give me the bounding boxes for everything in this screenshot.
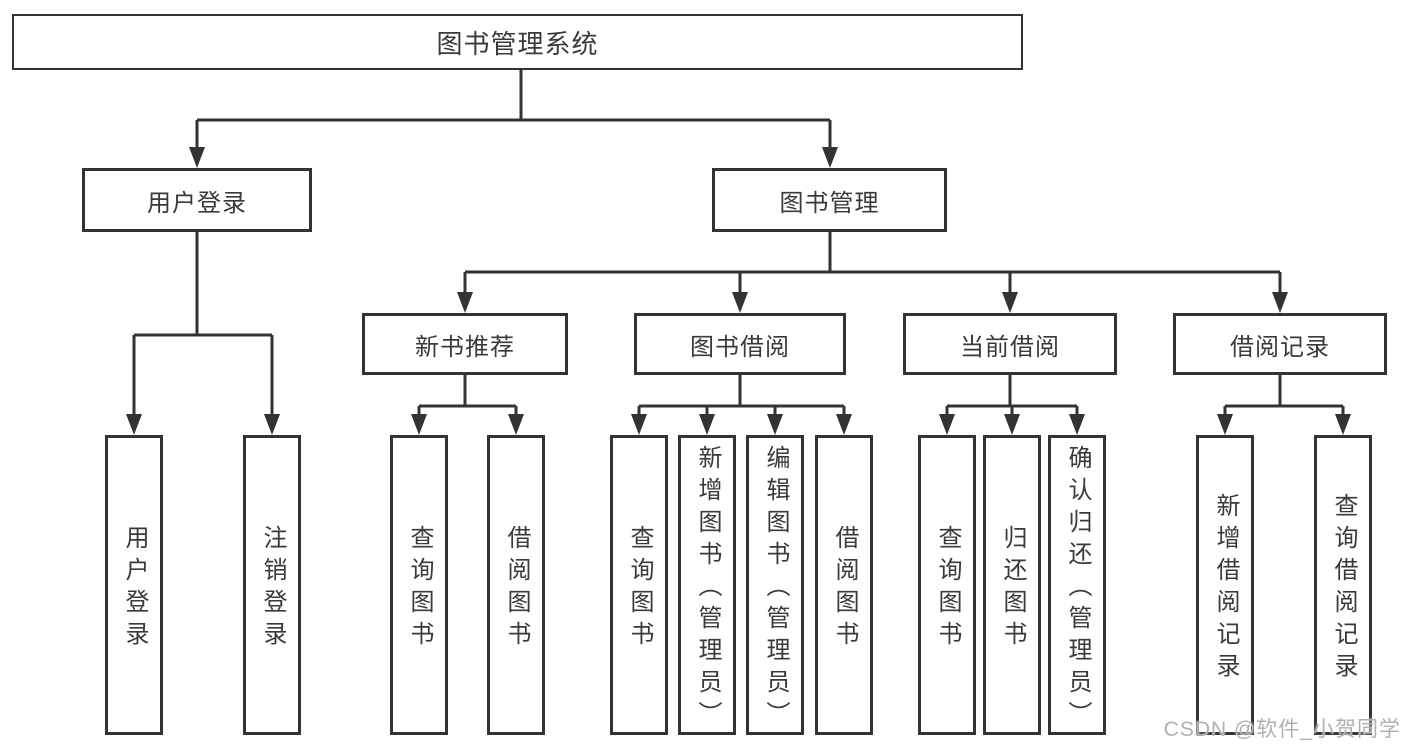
node-new-book-recommendation: 新书推荐 [362,313,568,375]
node-user-login-label: 用户登录 [147,189,247,217]
leaf-search-books-current-label: 查询图书 [934,525,961,653]
leaf-logout: 注销登录 [243,435,301,735]
leaf-search-borrow-record: 查询借阅记录 [1314,435,1372,735]
leaf-search-books-current: 查询图书 [918,435,976,735]
leaf-search-books-borrow: 查询图书 [610,435,668,735]
node-current-borrowing-label: 当前借阅 [960,333,1060,361]
node-library-system-label: 图书管理系统 [436,28,599,59]
leaf-confirm-return-admin: 确认归还（管理员） [1048,435,1106,735]
connector-book-management-branch [457,232,1288,313]
node-user-login: 用户登录 [82,168,312,232]
connector-user-login-branch [126,232,280,435]
leaf-user-login-label: 用户登录 [121,525,148,653]
node-borrowing-records: 借阅记录 [1173,313,1387,375]
connector-current-borrow-branch [939,375,1085,435]
connector-book-borrow-branch [631,375,852,435]
node-new-book-recommendation-label: 新书推荐 [415,333,515,361]
leaf-borrow-books: 借阅图书 [815,435,873,735]
node-current-borrowing: 当前借阅 [903,313,1117,375]
leaf-borrow-books-label: 借阅图书 [831,525,858,653]
connector-borrow-records-branch [1217,375,1351,435]
leaf-add-book-admin: 新增图书（管理员） [678,435,736,735]
node-library-system: 图书管理系统 [12,14,1023,70]
connector-root-branch [189,70,838,168]
leaf-search-books-borrow-label: 查询图书 [626,525,653,653]
leaf-borrow-books-recommend: 借阅图书 [487,435,545,735]
leaf-return-books: 归还图书 [983,435,1041,735]
connector-new-book-branch [411,375,524,435]
leaf-confirm-return-admin-label: 确认归还（管理员） [1064,445,1091,733]
leaf-add-book-admin-label: 新增图书（管理员） [694,445,721,733]
leaf-edit-book-admin-label: 编辑图书（管理员） [762,445,789,733]
node-book-management-label: 图书管理 [779,189,880,217]
leaf-add-borrow-record: 新增借阅记录 [1196,435,1254,735]
node-book-borrowing-label: 图书借阅 [690,333,790,361]
leaf-edit-book-admin: 编辑图书（管理员） [746,435,804,735]
node-book-management: 图书管理 [712,168,947,232]
watermark: CSDN @软件_小贺同学 [1163,718,1401,741]
leaf-search-books-recommend-label: 查询图书 [406,525,433,653]
leaf-user-login: 用户登录 [105,435,163,735]
leaf-search-books-recommend: 查询图书 [390,435,448,735]
leaf-logout-label: 注销登录 [259,525,286,653]
leaf-add-borrow-record-label: 新增借阅记录 [1212,493,1239,685]
leaf-search-borrow-record-label: 查询借阅记录 [1330,493,1357,685]
leaf-borrow-books-recommend-label: 借阅图书 [503,525,530,653]
leaf-return-books-label: 归还图书 [999,525,1026,653]
node-borrowing-records-label: 借阅记录 [1230,333,1330,361]
node-book-borrowing: 图书借阅 [634,313,846,375]
